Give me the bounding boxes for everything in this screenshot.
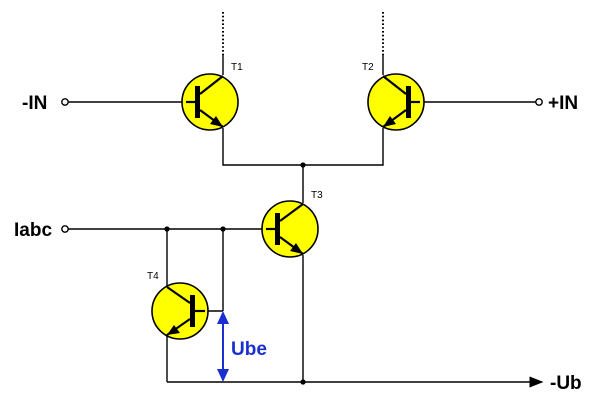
junction-dot <box>220 226 226 232</box>
in-minus-label: -IN <box>22 93 47 114</box>
ube-arrow <box>217 311 229 382</box>
in-minus-terminal <box>61 98 69 106</box>
t2-label: T2 <box>362 62 374 73</box>
in-plus-terminal <box>535 98 543 106</box>
junction-dot <box>300 162 306 168</box>
t1-label: T1 <box>231 62 243 73</box>
transistor-t3 <box>261 200 319 258</box>
t3-label: T3 <box>311 190 323 201</box>
iabc-label: Iabc <box>14 220 52 241</box>
transistor-t4 <box>151 282 209 340</box>
iabc-terminal <box>61 225 69 233</box>
ube-label: Ube <box>231 339 267 360</box>
transistor-t2 <box>367 73 425 131</box>
junction-dot <box>300 379 306 385</box>
ub-minus-label: -Ub <box>550 373 582 394</box>
junction-dot <box>164 226 170 232</box>
t4-label: T4 <box>147 271 159 282</box>
in-plus-label: +IN <box>548 93 578 114</box>
transistor-t1 <box>181 73 239 131</box>
emitter-pair-wire <box>222 128 384 166</box>
